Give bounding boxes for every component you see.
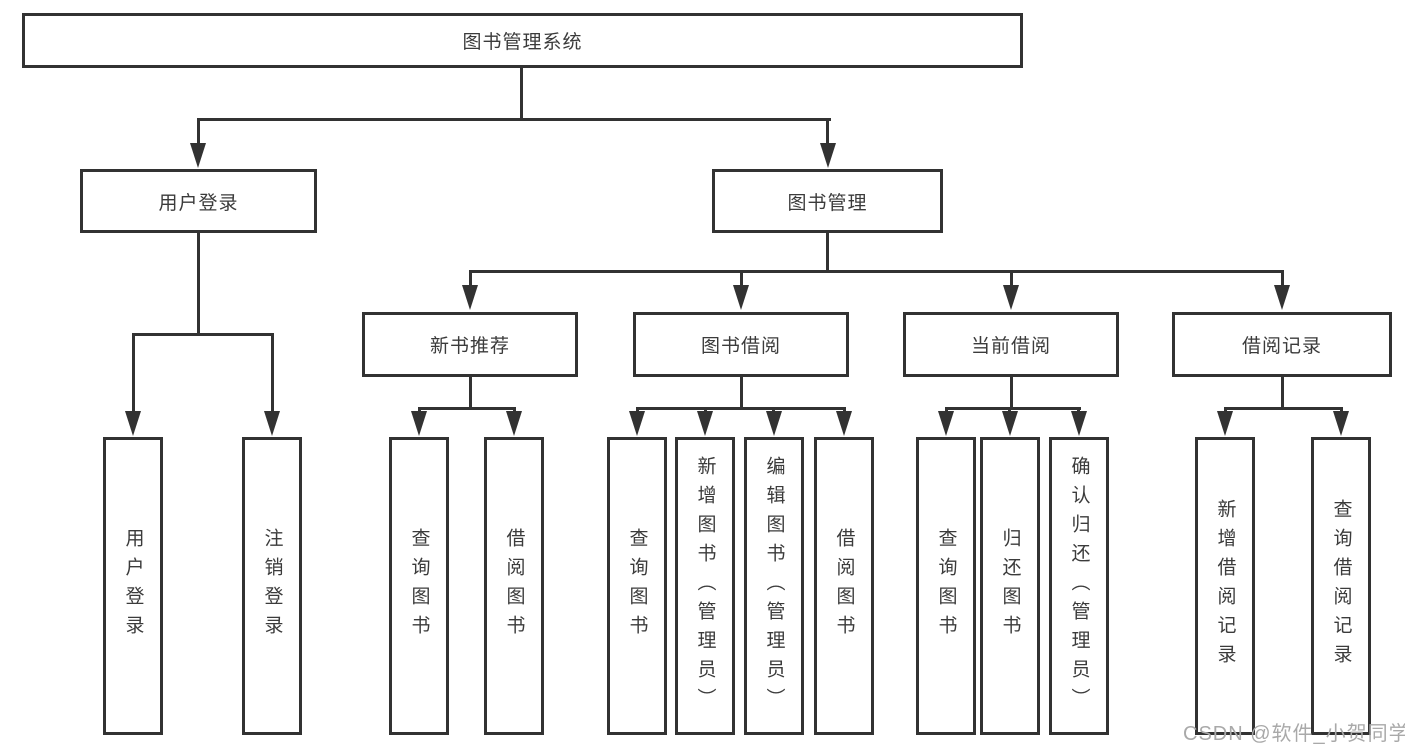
connector-userlogin-branch-1	[132, 333, 135, 412]
leaf-label: 查询图书	[626, 528, 648, 644]
node-borrow-books-borrow: 借阅图书	[814, 437, 874, 735]
connector-recommend-splitter	[418, 407, 516, 410]
node-confirm-return-admin: 确认归还（管理员）	[1049, 437, 1109, 735]
node-current-borrow-label: 当前借阅	[970, 336, 1051, 357]
arrowhead-down-icon	[820, 143, 836, 168]
arrowhead-down-icon	[1071, 411, 1087, 436]
arrowhead-down-icon	[938, 411, 954, 436]
connector-bookmgmt-branch-2	[740, 270, 743, 287]
node-query-books-current: 查询图书	[916, 437, 976, 735]
connector-current-stem	[1010, 377, 1013, 410]
node-book-borrow-label: 图书借阅	[700, 336, 781, 357]
leaf-label: 借阅图书	[833, 528, 855, 644]
arrowhead-down-icon	[1002, 411, 1018, 436]
leaf-label: 借阅图书	[503, 528, 525, 644]
node-new-book-recommend-label: 新书推荐	[429, 336, 510, 357]
connector-borrow-stem	[740, 377, 743, 410]
node-borrow-books-recommend: 借阅图书	[484, 437, 544, 735]
node-logout: 注销登录	[242, 437, 302, 735]
node-library-system-label: 图书管理系统	[462, 32, 583, 53]
node-borrow-records: 借阅记录	[1172, 312, 1392, 377]
connector-userlogin-branch-2	[271, 333, 274, 412]
node-current-borrow: 当前借阅	[903, 312, 1119, 377]
connector-bookmgmt-branch-3	[1010, 270, 1013, 287]
node-library-system: 图书管理系统	[22, 13, 1023, 68]
leaf-label: 用户登录	[122, 528, 144, 644]
connector-root-splitter	[197, 118, 831, 121]
connector-userlogin-stem	[197, 233, 200, 335]
leaf-label: 新增借阅记录	[1214, 499, 1236, 673]
node-borrow-records-label: 借阅记录	[1241, 336, 1322, 357]
node-book-borrow: 图书借阅	[633, 312, 849, 377]
arrowhead-down-icon	[629, 411, 645, 436]
arrowhead-down-icon	[1217, 411, 1233, 436]
arrowhead-down-icon	[125, 411, 141, 436]
connector-bookmgmt-splitter	[469, 270, 1283, 273]
node-book-management-label: 图书管理	[787, 192, 868, 214]
node-query-books-recommend: 查询图书	[389, 437, 449, 735]
leaf-label: 编辑图书（管理员）	[763, 455, 785, 717]
node-query-books-borrow: 查询图书	[607, 437, 667, 735]
arrowhead-down-icon	[190, 143, 206, 168]
connector-records-splitter	[1224, 407, 1343, 410]
node-user-login: 用户登录	[80, 169, 317, 233]
csdn-watermark: CSDN @软件_小贺同学	[1183, 723, 1405, 745]
node-edit-book-admin: 编辑图书（管理员）	[744, 437, 804, 735]
leaf-label: 归还图书	[999, 528, 1021, 644]
connector-bookmgmt-branch-4	[1281, 270, 1284, 287]
connector-root-right-branch	[826, 118, 829, 146]
node-new-book-recommend: 新书推荐	[362, 312, 578, 377]
connector-current-splitter	[945, 407, 1081, 410]
node-book-management: 图书管理	[712, 169, 943, 233]
arrowhead-down-icon	[411, 411, 427, 436]
connector-bookmgmt-stem	[826, 233, 829, 273]
arrowhead-down-icon	[1274, 285, 1290, 310]
arrowhead-down-icon	[1003, 285, 1019, 310]
connector-recommend-stem	[469, 377, 472, 410]
connector-records-stem	[1281, 377, 1284, 410]
arrowhead-down-icon	[836, 411, 852, 436]
node-user-login-label: 用户登录	[158, 192, 239, 214]
node-user-login-leaf: 用户登录	[103, 437, 163, 735]
arrowhead-down-icon	[1333, 411, 1349, 436]
leaf-label: 查询图书	[408, 528, 430, 644]
arrowhead-down-icon	[697, 411, 713, 436]
arrowhead-down-icon	[766, 411, 782, 436]
node-query-borrow-record: 查询借阅记录	[1311, 437, 1371, 735]
arrowhead-down-icon	[733, 285, 749, 310]
leaf-label: 新增图书（管理员）	[694, 455, 716, 717]
leaf-label: 确认归还（管理员）	[1068, 455, 1090, 717]
arrowhead-down-icon	[264, 411, 280, 436]
connector-bookmgmt-branch-1	[469, 270, 472, 287]
node-add-book-admin: 新增图书（管理员）	[675, 437, 735, 735]
connector-userlogin-splitter	[132, 333, 274, 336]
connector-borrow-splitter	[636, 407, 846, 410]
node-return-book: 归还图书	[980, 437, 1040, 735]
connector-root-left-branch	[197, 118, 200, 146]
node-add-borrow-record: 新增借阅记录	[1195, 437, 1255, 735]
leaf-label: 注销登录	[261, 528, 283, 644]
leaf-label: 查询图书	[935, 528, 957, 644]
connector-root-stem	[520, 68, 523, 120]
leaf-label: 查询借阅记录	[1330, 499, 1352, 673]
arrowhead-down-icon	[462, 285, 478, 310]
arrowhead-down-icon	[506, 411, 522, 436]
